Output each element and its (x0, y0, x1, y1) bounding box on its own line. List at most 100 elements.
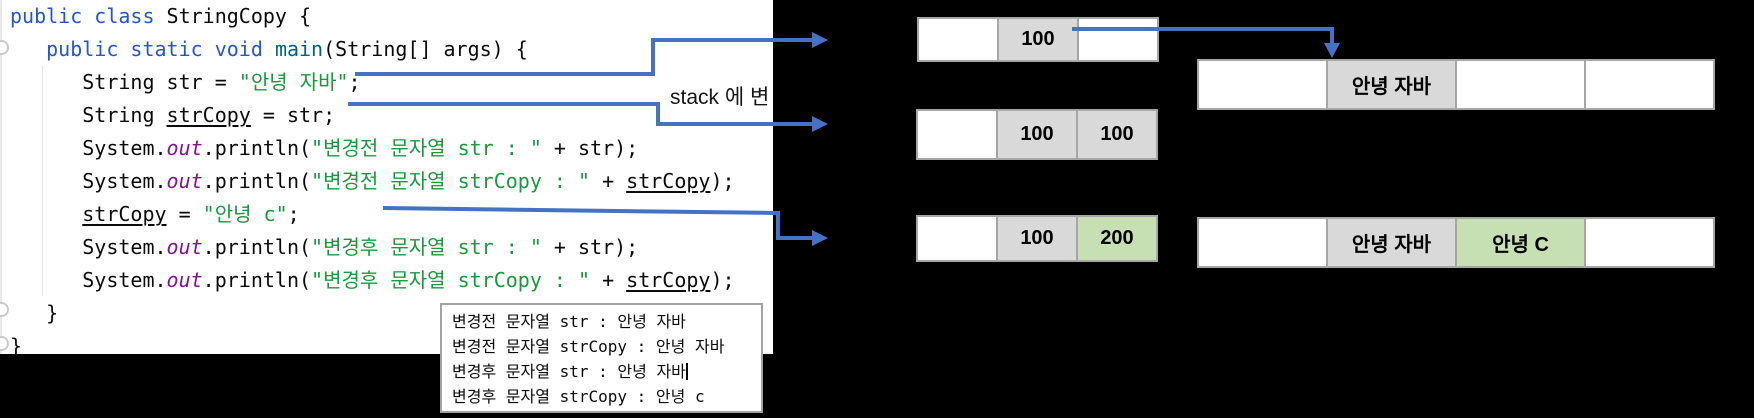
code-line: String strCopy = str; (10, 99, 773, 132)
code-fold-icon[interactable] (0, 40, 9, 55)
code-token: main (274, 37, 324, 61)
code-line: System.out.println("변경후 문자열 str : " + st… (10, 231, 773, 264)
console-line-text: 변경후 문자열 str : 안녕 자바 (452, 362, 686, 381)
code-token: System. (10, 169, 167, 193)
code-token (10, 37, 46, 61)
code-token: .println( (202, 235, 312, 259)
code-token: } (10, 301, 59, 325)
code-line: public class StringCopy { (10, 0, 773, 33)
console-line: 변경후 문자열 strCopy : 안녕 c (452, 384, 761, 409)
code-editor-panel[interactable]: public class StringCopy { public static … (0, 0, 773, 354)
code-token: + str); (541, 235, 639, 259)
stack-cell: 100 (1076, 109, 1158, 160)
code-token: .println( (202, 268, 312, 292)
code-line: System.out.println("변경후 문자열 strCopy : " … (10, 264, 773, 297)
code-token: strCopy (626, 169, 711, 193)
code-token: static (130, 37, 203, 61)
code-token: "안녕 자바" (238, 70, 349, 94)
stack-annotation-label: stack 에 변 (670, 86, 770, 109)
code-token: ; (348, 70, 361, 94)
code-line: System.out.println("변경전 문자열 strCopy : " … (10, 165, 773, 198)
stack-table: 100 (917, 17, 1159, 62)
heap-cell: 안녕 C (1455, 217, 1586, 268)
heap-cell (1197, 59, 1328, 110)
heap-table: 안녕 자바 (1197, 59, 1715, 110)
code-token: ); (710, 268, 735, 292)
code-token (82, 4, 94, 28)
code-line: } (10, 330, 773, 354)
console-line: 변경후 문자열 str : 안녕 자바 (452, 359, 761, 384)
code-token: ; (287, 202, 300, 226)
heap-cell: 안녕 자바 (1326, 59, 1457, 110)
heap-cell (1584, 59, 1715, 110)
code-lines: public class StringCopy { public static … (10, 0, 773, 354)
code-line: System.out.println("변경전 문자열 str : " + st… (10, 132, 773, 165)
code-line: public static void main(String[] args) { (10, 33, 773, 66)
stack-cell (916, 109, 998, 160)
code-token: ); (710, 169, 735, 193)
code-token (203, 37, 215, 61)
code-token: strCopy (166, 103, 251, 127)
console-line-text: 변경전 문자열 str : 안녕 자바 (452, 312, 686, 331)
arrow-head-icon (812, 32, 828, 48)
code-token: "변경후 문자열 strCopy : " (311, 268, 591, 292)
text-cursor (685, 363, 688, 380)
code-token: "변경전 문자열 str : " (311, 136, 542, 160)
code-token: strCopy (82, 202, 167, 226)
code-fold-icon[interactable] (0, 302, 9, 317)
code-token: out (166, 268, 203, 292)
code-token: System. (10, 136, 167, 160)
code-token: .println( (202, 169, 312, 193)
code-token: public (46, 37, 119, 61)
code-token: String (10, 103, 167, 127)
stack-cell: 100 (996, 109, 1078, 160)
code-line: strCopy = "안녕 c"; (10, 198, 773, 231)
code-line: String str = "안녕 자바"; (10, 66, 773, 99)
code-token: public (10, 4, 83, 28)
code-token: "안녕 c" (202, 202, 288, 226)
code-token: (String[] args) { (323, 37, 528, 61)
code-line: } (10, 297, 773, 330)
arrow-head-icon (812, 230, 828, 246)
console-line: 변경전 문자열 strCopy : 안녕 자바 (452, 334, 761, 359)
code-token: out (166, 169, 203, 193)
code-token: String str = (10, 70, 239, 94)
code-token (118, 37, 130, 61)
code-token: System. (10, 235, 167, 259)
code-token: "변경전 문자열 strCopy : " (311, 169, 591, 193)
heap-cell (1197, 217, 1328, 268)
stack-cell: 100 (996, 215, 1078, 262)
stack-cell (1077, 17, 1159, 62)
code-token (263, 37, 275, 61)
heap-cell (1584, 217, 1715, 268)
console-line: 변경전 문자열 str : 안녕 자바 (452, 309, 761, 334)
code-token: out (166, 235, 203, 259)
code-token: = (166, 202, 203, 226)
code-token: void (214, 37, 263, 61)
code-token: StringCopy { (154, 4, 312, 28)
console-line-text: 변경전 문자열 strCopy : 안녕 자바 (452, 337, 725, 356)
code-token: + (590, 268, 627, 292)
code-token: out (166, 136, 203, 160)
arrow-head-icon (812, 116, 828, 132)
arrow-head-icon (1324, 43, 1340, 58)
stack-cell: 100 (997, 17, 1079, 62)
code-token: "변경후 문자열 str : " (311, 235, 542, 259)
code-token (10, 202, 82, 226)
stack-cell (916, 215, 998, 262)
code-token: class (94, 4, 155, 28)
stack-cell: 200 (1076, 215, 1158, 262)
stack-cell (917, 17, 999, 62)
code-token: + (590, 169, 627, 193)
console-line-text: 변경후 문자열 strCopy : 안녕 c (452, 387, 705, 406)
code-token: + str); (541, 136, 639, 160)
code-token: strCopy (626, 268, 711, 292)
code-token: .println( (202, 136, 312, 160)
code-fold-icon[interactable] (0, 336, 9, 351)
code-token: } (10, 334, 23, 354)
indent-guide-line (42, 66, 43, 296)
